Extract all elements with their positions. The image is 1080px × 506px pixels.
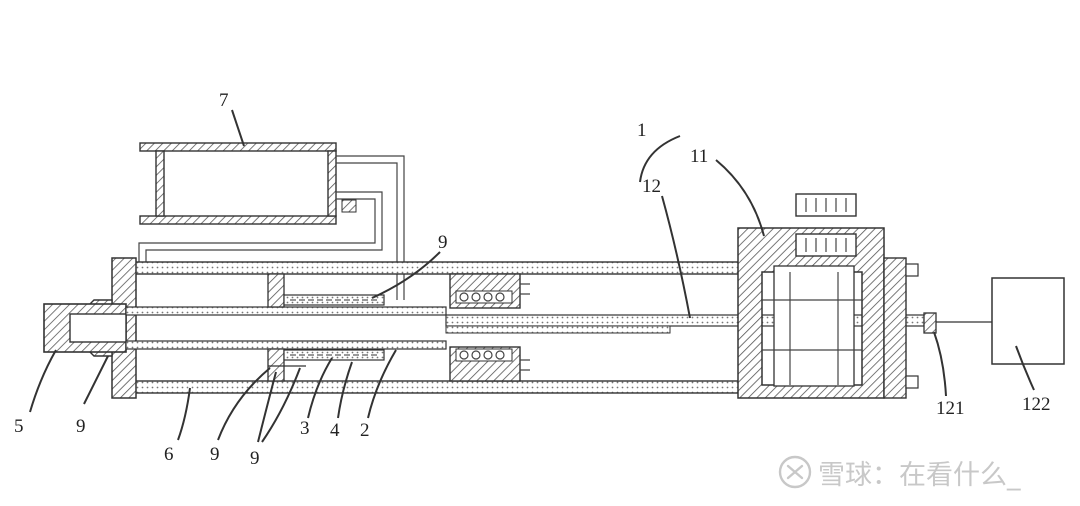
inner-tube-2 xyxy=(125,306,447,350)
gland-3-4 xyxy=(267,273,385,382)
snowball-logo-icon xyxy=(778,455,812,489)
part-labels: 7 9 1 12 11 5 9 6 9 9 3 4 2 121 122 xyxy=(14,90,1051,469)
motor-housing-11 xyxy=(737,193,919,399)
hydraulic-pipes xyxy=(138,155,405,300)
sensor-121 xyxy=(923,312,937,334)
bolt-icon xyxy=(905,263,919,389)
label-9-lower-left: 9 xyxy=(210,444,220,465)
leader-lines xyxy=(29,109,1035,443)
watermark: 雪球：在看什么_ xyxy=(778,452,1021,492)
controller-box-122 xyxy=(991,277,1065,365)
label-12: 12 xyxy=(642,176,661,197)
outer-barrel-6 xyxy=(134,261,741,394)
tank-7 xyxy=(139,142,337,225)
label-6: 6 xyxy=(164,444,174,465)
screw-rod-12 xyxy=(445,314,992,334)
label-9-front: 9 xyxy=(76,416,86,437)
label-121: 121 xyxy=(936,398,965,419)
label-4: 4 xyxy=(330,420,340,441)
label-3: 3 xyxy=(300,418,310,439)
label-5: 5 xyxy=(14,416,24,437)
label-2: 2 xyxy=(360,420,370,441)
label-7: 7 xyxy=(219,90,229,111)
label-122: 122 xyxy=(1022,394,1051,415)
watermark-text: 雪球：在看什么_ xyxy=(818,459,1021,491)
label-11: 11 xyxy=(690,146,708,167)
label-1: 1 xyxy=(637,120,647,141)
label-9-top: 9 xyxy=(438,232,448,253)
piston-head xyxy=(449,273,530,382)
label-9-lower-right: 9 xyxy=(250,448,260,469)
